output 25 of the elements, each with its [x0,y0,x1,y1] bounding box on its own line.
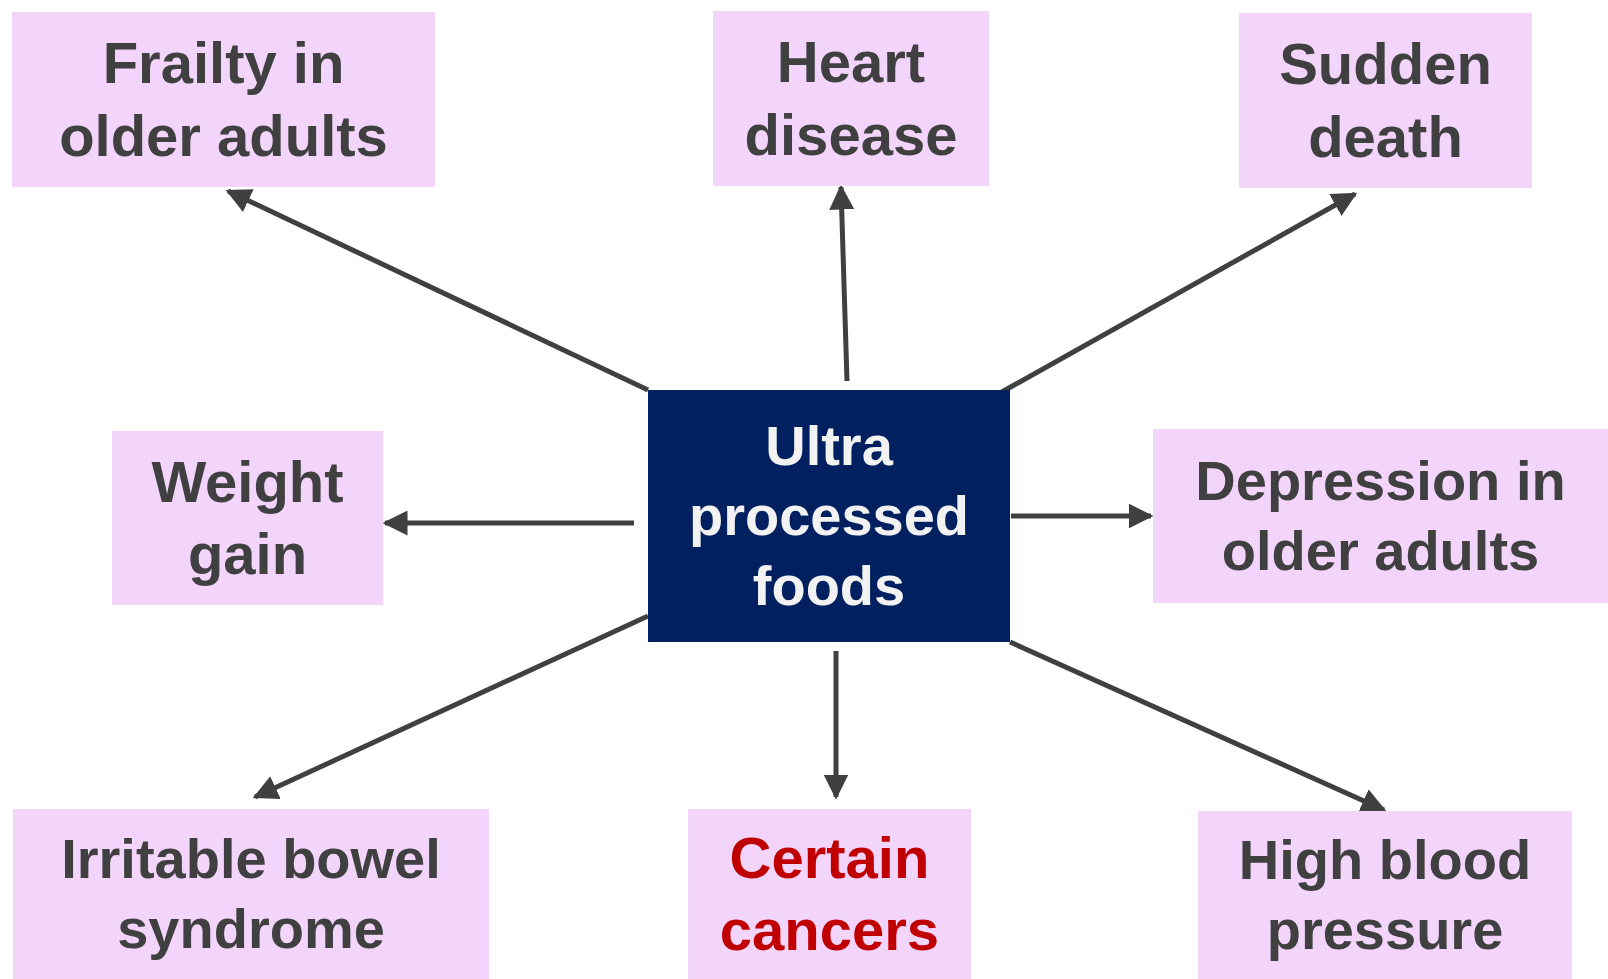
box-label: Depression in older adults [1194,448,1567,584]
outcome-box [1239,13,1532,188]
outcome-box [1198,811,1572,979]
box-label: Heart disease [743,28,959,169]
arrow [823,651,849,800]
arrow [252,613,650,800]
outcome-box [13,809,489,979]
arrow [829,184,855,382]
central-box [648,390,1010,642]
arrow [382,510,634,536]
outcome-box [713,11,989,186]
box-label: Weight gain [150,447,345,588]
box-label: Ultra processed foods [687,413,971,619]
arrow [1011,503,1154,529]
box-label: Certain cancers [718,823,941,964]
box-label: Frailty in older adults [58,29,389,170]
box-label: Sudden death [1278,30,1493,171]
outcome-box [12,12,435,187]
outcome-box [688,809,971,979]
arrow [1008,639,1387,813]
outcome-box [112,431,383,605]
box-label: High blood pressure [1237,827,1533,963]
box-label: Irritable bowel syndrome [60,826,442,962]
outcome-box [1153,429,1608,603]
arrow [225,188,650,393]
